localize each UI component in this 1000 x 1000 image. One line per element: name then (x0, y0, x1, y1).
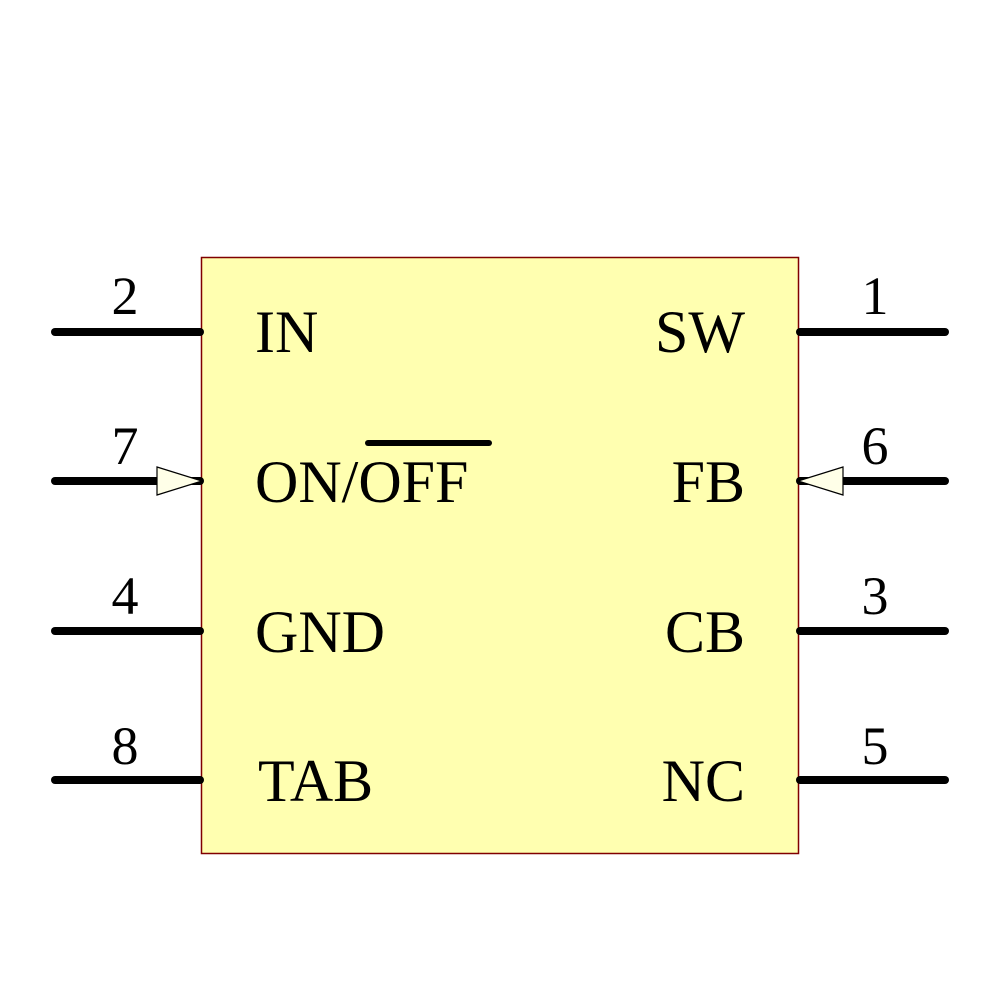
overbar-text: OFF (358, 449, 468, 515)
pin-number: 4 (112, 566, 139, 626)
pin-number: 1 (862, 266, 889, 326)
pin-6[interactable]: 6 FB (672, 416, 949, 515)
pin-name: ON/OFF (255, 449, 468, 515)
pin-name: TAB (258, 748, 373, 814)
pin-name: NC (662, 748, 745, 814)
pin-name: IN (255, 299, 318, 365)
pin-5[interactable]: 5 NC (662, 716, 949, 814)
pin-number: 3 (862, 566, 889, 626)
pin-name: CB (665, 599, 745, 665)
pin-name: FB (672, 449, 745, 515)
pin-4[interactable]: 4 GND (51, 566, 385, 665)
pin-number: 5 (862, 716, 889, 776)
input-arrow-icon (156, 466, 205, 496)
pin-8[interactable]: 8 TAB (51, 716, 373, 814)
pin-number: 6 (862, 416, 889, 476)
pin-number: 2 (112, 266, 139, 326)
pin-number: 8 (112, 716, 139, 776)
pin-name: SW (655, 299, 745, 365)
component-body[interactable] (200, 256, 800, 855)
input-arrow-icon (795, 466, 844, 496)
pin-number: 7 (112, 416, 139, 476)
pin-1[interactable]: 1 SW (655, 266, 949, 365)
pin-name: GND (255, 599, 385, 665)
pin-3[interactable]: 3 CB (665, 566, 949, 665)
pin-7[interactable]: 7 ON/OFF (51, 416, 492, 515)
pin-2[interactable]: 2 IN (51, 266, 318, 365)
